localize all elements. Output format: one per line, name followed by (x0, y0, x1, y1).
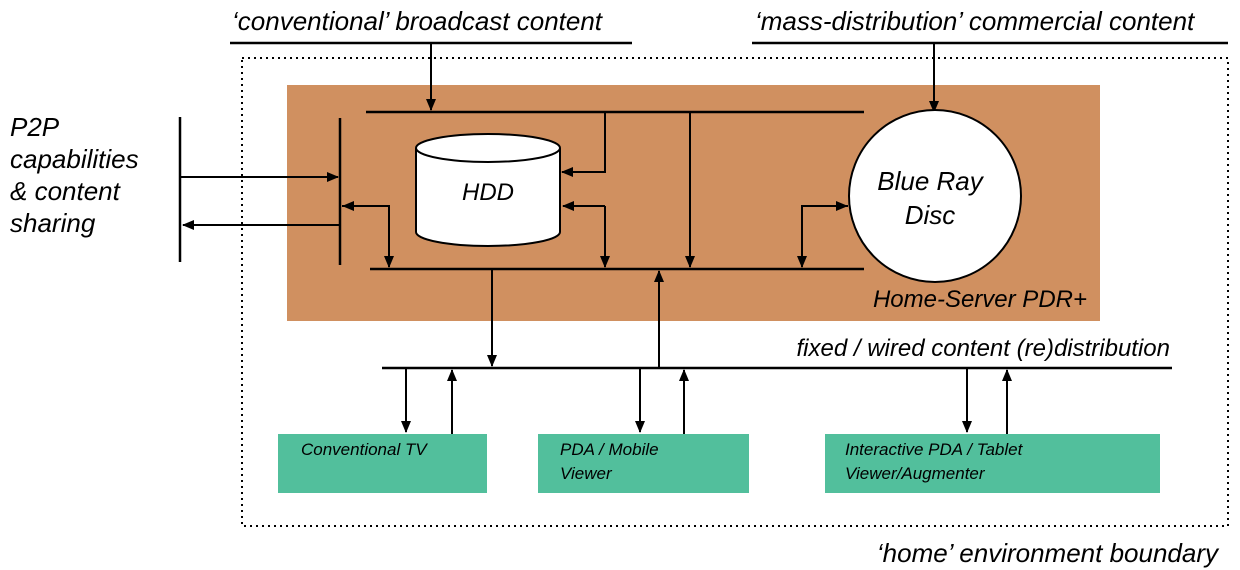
bluray-label-line-2: Disc (905, 200, 956, 230)
distribution-label: fixed / wired content (re)distribution (797, 335, 1171, 362)
device-box-pda-mobile (538, 434, 749, 493)
device-label-tablet-line-1: Interactive PDA / Tablet (845, 440, 1024, 459)
boundary-label: ‘home’ environment boundary (877, 538, 1220, 568)
home-server-label: Home-Server PDR+ (873, 286, 1087, 313)
commercial-source-label: ‘mass-distribution’ commercial content (755, 6, 1196, 36)
device-label-pda-mobile-line-1: PDA / Mobile (560, 440, 659, 459)
hdd-label: HDD (462, 179, 514, 206)
bluray-label-line-1: Blue Ray (877, 166, 984, 196)
hdd-cylinder-body (415, 148, 561, 247)
p2p-label-line-2: capabilities (10, 144, 139, 174)
input-bus-to-hdd-arrow (561, 112, 606, 177)
device-box-conventional-tv (278, 434, 487, 493)
p2p-label-line-3: & content (10, 176, 122, 206)
p2p-label-line-1: P2P (10, 112, 60, 142)
hdd-cylinder-top (415, 133, 561, 163)
device-label-tablet-line-2: Viewer/Augmenter (845, 464, 986, 483)
home-boundary (241, 57, 1229, 527)
broadcast-source-label: ‘conventional’ broadcast content (232, 6, 604, 36)
device-label-pda-mobile-line-2: Viewer (560, 464, 613, 483)
device-box-interactive-tablet (825, 434, 1160, 493)
p2p-label-line-4: sharing (10, 208, 96, 238)
device-label-conventional-tv: Conventional TV (301, 440, 428, 459)
bluray-disc (848, 109, 1022, 283)
